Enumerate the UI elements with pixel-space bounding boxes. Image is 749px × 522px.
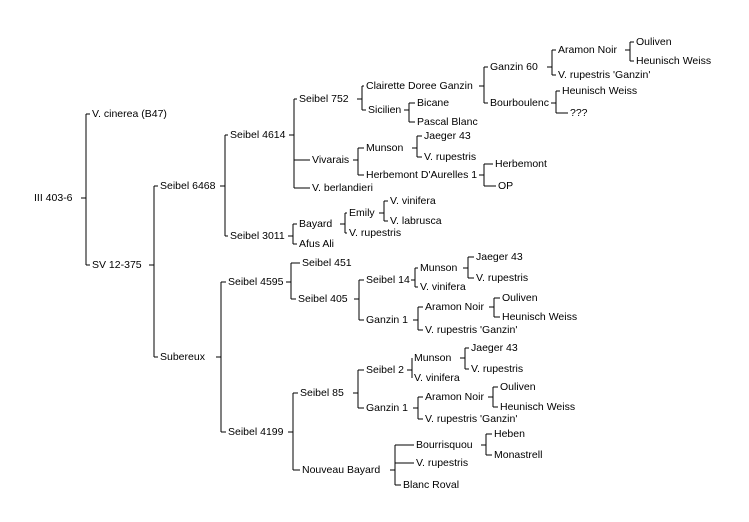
node-sv-12-375: SV 12-375: [91, 259, 143, 271]
node-aramon-noir: Aramon Noir: [424, 301, 485, 313]
node-ouliven: Ouliven: [635, 36, 673, 48]
node-seibel-3011: Seibel 3011: [229, 230, 286, 242]
node-clairette-doree-ganzin: Clairette Doree Ganzin: [365, 80, 474, 92]
node-v-vinifera: V. vinifera: [413, 372, 461, 384]
node-v-rupestris-ganzin: V. rupestris 'Ganzin': [424, 324, 519, 336]
node-v-rupestris: V. rupestris: [415, 457, 470, 469]
node-v-rupestris: V. rupestris: [470, 363, 525, 375]
node-seibel-451: Seibel 451: [301, 257, 353, 269]
node-herbemont-d-aurelles-1: Herbemont D'Aurelles 1: [365, 169, 479, 181]
node-v-rupestris: V. rupestris: [475, 272, 530, 284]
node-bourboulenc: Bourboulenc: [489, 97, 550, 109]
node-vivarais: Vivarais: [311, 154, 351, 166]
node-v-rupestris: V. rupestris: [423, 151, 478, 163]
node-jaeger-43: Jaeger 43: [470, 342, 519, 354]
node-v-rupestris-ganzin: V. rupestris 'Ganzin': [557, 69, 652, 81]
node-ganzin-60: Ganzin 60: [489, 61, 539, 73]
node-v-rupestris-ganzin: V. rupestris 'Ganzin': [424, 413, 519, 425]
node-v-vinifera: V. vinifera: [419, 281, 467, 293]
node-op: OP: [497, 180, 515, 192]
node-aramon-noir: Aramon Noir: [424, 391, 485, 403]
node-blanc-roval: Blanc Roval: [402, 479, 461, 491]
node-ganzin-1: Ganzin 1: [365, 314, 410, 326]
node-monastrell: Monastrell: [493, 449, 544, 461]
node-: ???: [569, 107, 589, 119]
node-seibel-752: Seibel 752: [298, 93, 350, 105]
node-seibel-4199: Seibel 4199: [227, 426, 285, 438]
node-nouveau-bayard: Nouveau Bayard: [301, 464, 382, 476]
node-heunisch-weiss: Heunisch Weiss: [501, 311, 579, 323]
node-munson: Munson: [365, 142, 405, 154]
node-seibel-2: Seibel 2: [365, 364, 405, 376]
node-bayard: Bayard: [298, 218, 334, 230]
node-aramon-noir: Aramon Noir: [557, 44, 618, 56]
node-iii-403-6: III 403-6: [33, 192, 74, 204]
node-afus-ali: Afus Ali: [298, 238, 336, 250]
node-seibel-4614: Seibel 4614: [229, 129, 287, 141]
node-heunisch-weiss: Heunisch Weiss: [561, 85, 639, 97]
node-v-rupestris: V. rupestris: [348, 227, 403, 239]
node-heunisch-weiss: Heunisch Weiss: [635, 55, 713, 67]
node-heunisch-weiss: Heunisch Weiss: [499, 401, 577, 413]
node-seibel-6468: Seibel 6468: [159, 180, 217, 192]
node-jaeger-43: Jaeger 43: [423, 130, 472, 142]
node-munson: Munson: [413, 352, 453, 364]
node-bicane: Bicane: [416, 97, 451, 109]
node-sicilien: Sicilien: [367, 104, 403, 116]
node-ouliven: Ouliven: [501, 292, 539, 304]
node-v-labrusca: V. labrusca: [389, 215, 443, 227]
node-v-vinifera: V. vinifera: [389, 195, 437, 207]
node-subereux: Subereux: [159, 351, 206, 363]
node-heben: Heben: [493, 428, 526, 440]
node-seibel-4595: Seibel 4595: [227, 276, 285, 288]
node-emily: Emily: [348, 207, 376, 219]
node-ouliven: Ouliven: [499, 381, 537, 393]
node-bourrisquou: Bourrisquou: [415, 439, 474, 451]
node-seibel-85: Seibel 85: [299, 387, 345, 399]
node-jaeger-43: Jaeger 43: [475, 251, 524, 263]
node-munson: Munson: [419, 262, 459, 274]
node-herbemont: Herbemont: [494, 158, 548, 170]
node-v-berlandieri: V. berlandieri: [311, 182, 374, 194]
node-seibel-405: Seibel 405: [297, 293, 349, 305]
node-v-cinerea-b47: V. cinerea (B47): [91, 108, 168, 120]
node-seibel-14: Seibel 14: [365, 274, 411, 286]
node-pascal-blanc: Pascal Blanc: [416, 116, 479, 128]
node-ganzin-1: Ganzin 1: [365, 402, 410, 414]
